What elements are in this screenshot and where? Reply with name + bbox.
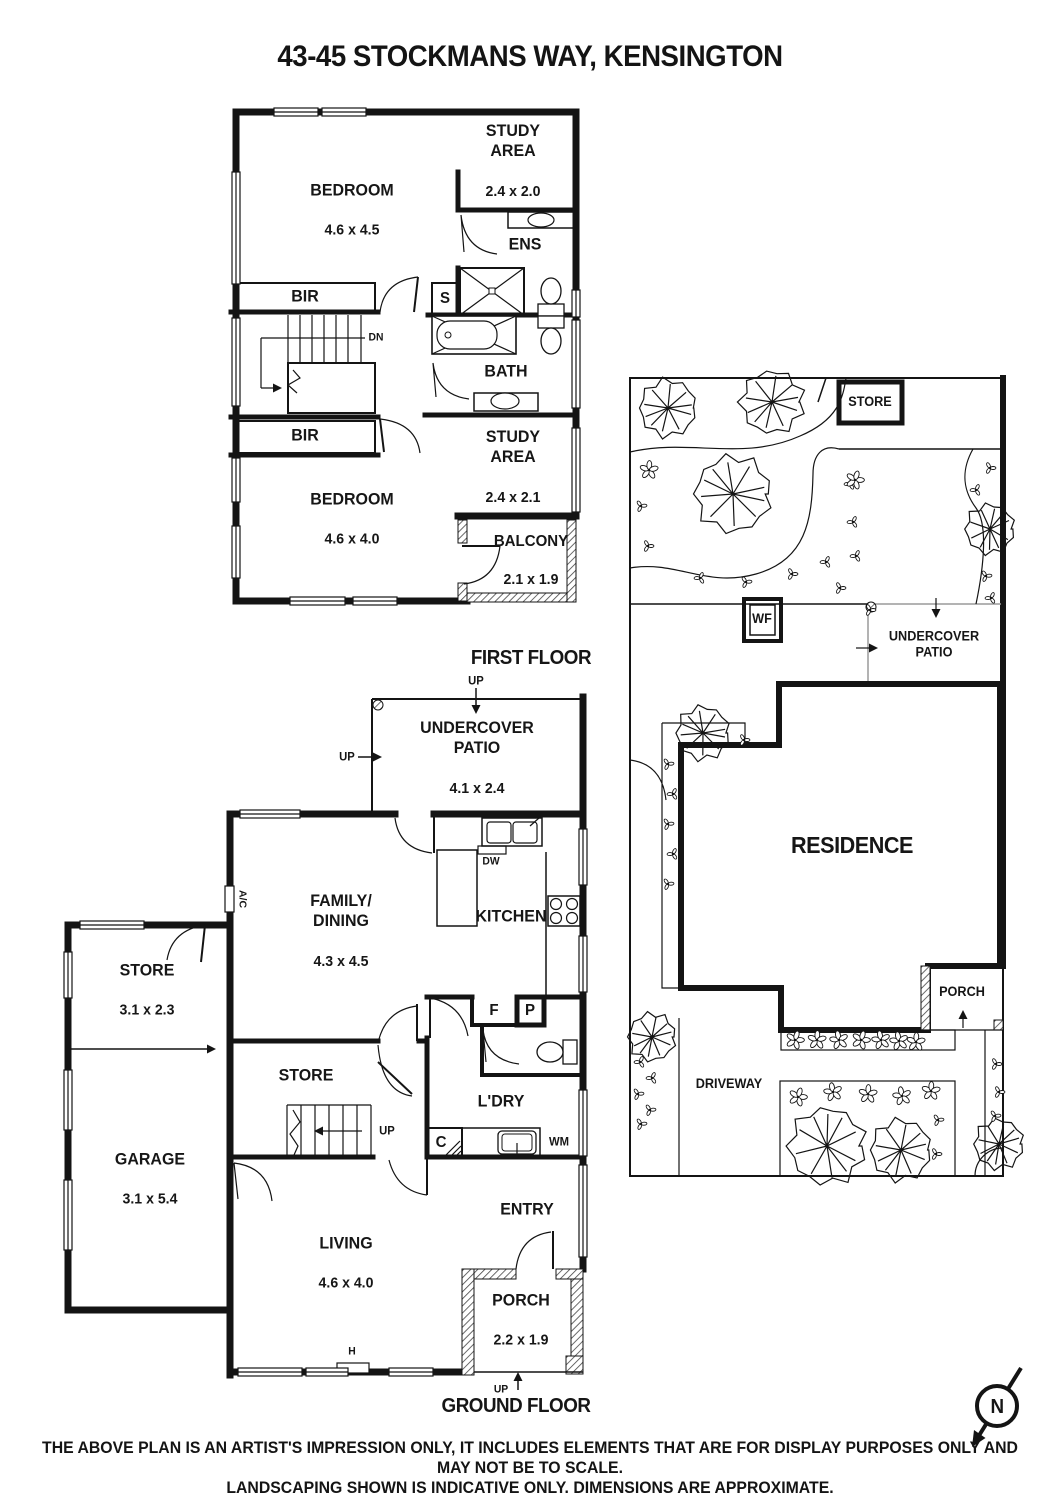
room-label-store-hall: STORE (278, 1065, 334, 1085)
site-label-porch: PORCH (939, 983, 985, 999)
room-name: GARAGE (114, 1149, 186, 1169)
room-dims: 3.1 x 2.3 (119, 1001, 175, 1019)
compass-icon (972, 1366, 1023, 1447)
room-label-porch-ground: PORCH 2.2 x 1.9 (492, 1269, 550, 1370)
site-label-driveway: DRIVEWAY (695, 1075, 763, 1091)
disclaimer: THE ABOVE PLAN IS AN ARTIST'S IMPRESSION… (37, 1438, 1023, 1498)
room-dims: 4.6 x 4.0 (324, 530, 380, 548)
label-up-porch: UP (493, 1383, 509, 1396)
room-label-family-dining: FAMILY/ DINING 4.3 x 4.5 (310, 870, 372, 992)
room-dims: 4.1 x 2.4 (449, 779, 505, 797)
room-label-bath: BATH (484, 361, 528, 381)
room-label-laundry: L'DRY (477, 1091, 525, 1111)
room-name: STUDY AREA (485, 426, 541, 467)
disclaimer-line1: THE ABOVE PLAN IS AN ARTIST'S IMPRESSION… (42, 1438, 1018, 1477)
room-label-study-rear: STUDY AREA 2.4 x 2.1 (486, 406, 541, 528)
label-dishwasher: DW (482, 855, 500, 868)
room-label-ens: ENS (508, 234, 542, 254)
site-plan (626, 370, 1025, 1186)
room-label-kitchen: KITCHEN (475, 906, 547, 926)
room-name: STUDY AREA (485, 120, 541, 161)
label-bir-top: BIR (291, 286, 319, 306)
site-label-water-feature: WF (752, 610, 772, 626)
room-dims: 2.4 x 2.0 (485, 182, 541, 200)
site-label-store: STORE (848, 393, 892, 409)
disclaimer-line2: LANDSCAPING SHOWN IS INDICATIVE ONLY. DI… (226, 1478, 834, 1497)
room-label-store-front: STORE 3.1 x 2.3 (120, 939, 175, 1040)
label-pantry: P (524, 1002, 536, 1020)
room-name: LIVING (319, 1233, 373, 1253)
room-name: PORCH (492, 1290, 550, 1310)
label-up-stairs: UP (379, 1123, 395, 1138)
room-label-balcony: BALCONY 2.1 x 1.9 (494, 512, 568, 608)
page-title: 43-45 STOCKMANS WAY, KENSINGTON (277, 40, 783, 73)
room-label-entry: ENTRY (500, 1199, 554, 1219)
room-name: BEDROOM (310, 180, 394, 200)
label-washing-machine: WM (548, 1134, 570, 1149)
room-dims: 4.6 x 4.0 (318, 1274, 374, 1292)
label-heater: H (348, 1345, 356, 1358)
label-shower: S (439, 290, 451, 308)
room-label-bedroom-rear: BEDROOM 4.6 x 4.0 (310, 468, 393, 569)
room-name: UNDERCOVER PATIO (420, 717, 534, 758)
room-label-garage: GARAGE 3.1 x 5.4 (115, 1128, 185, 1229)
label-fridge: F (489, 1002, 499, 1020)
room-name: STORE (119, 960, 175, 980)
compass-north-label: N (990, 1395, 1004, 1418)
label-up-patio: UP (468, 673, 484, 688)
caption-first-floor: FIRST FLOOR (470, 646, 592, 669)
label-cupboard: C (435, 1134, 447, 1152)
room-label-bedroom-front: BEDROOM 4.6 x 4.5 (310, 159, 393, 260)
room-label-patio: UNDERCOVER PATIO 4.1 x 2.4 (420, 697, 534, 819)
room-label-living: LIVING 4.6 x 4.0 (319, 1212, 374, 1313)
site-label-patio: UNDERCOVER PATIO (888, 628, 980, 660)
label-ac: A/C (236, 889, 249, 909)
site-label-residence: RESIDENCE (791, 831, 913, 858)
label-stairs-down: DN (368, 331, 384, 344)
room-dims: 2.4 x 2.1 (485, 488, 541, 506)
room-dims: 4.6 x 4.5 (324, 221, 380, 239)
room-name: BEDROOM (310, 489, 394, 509)
caption-ground-floor: GROUND FLOOR (441, 1394, 591, 1417)
room-dims: 2.2 x 1.9 (493, 1331, 549, 1349)
room-dims: 3.1 x 5.4 (122, 1190, 178, 1208)
room-dims: 2.1 x 1.9 (503, 570, 559, 588)
room-name: BALCONY (493, 532, 569, 550)
label-bir-bottom: BIR (291, 425, 319, 445)
room-name: FAMILY/ DINING (310, 890, 372, 931)
room-label-study-front: STUDY AREA 2.4 x 2.0 (486, 100, 541, 222)
label-up-side: UP (339, 749, 355, 764)
ground-floor-plan (64, 688, 587, 1390)
room-dims: 4.3 x 4.5 (313, 952, 369, 970)
